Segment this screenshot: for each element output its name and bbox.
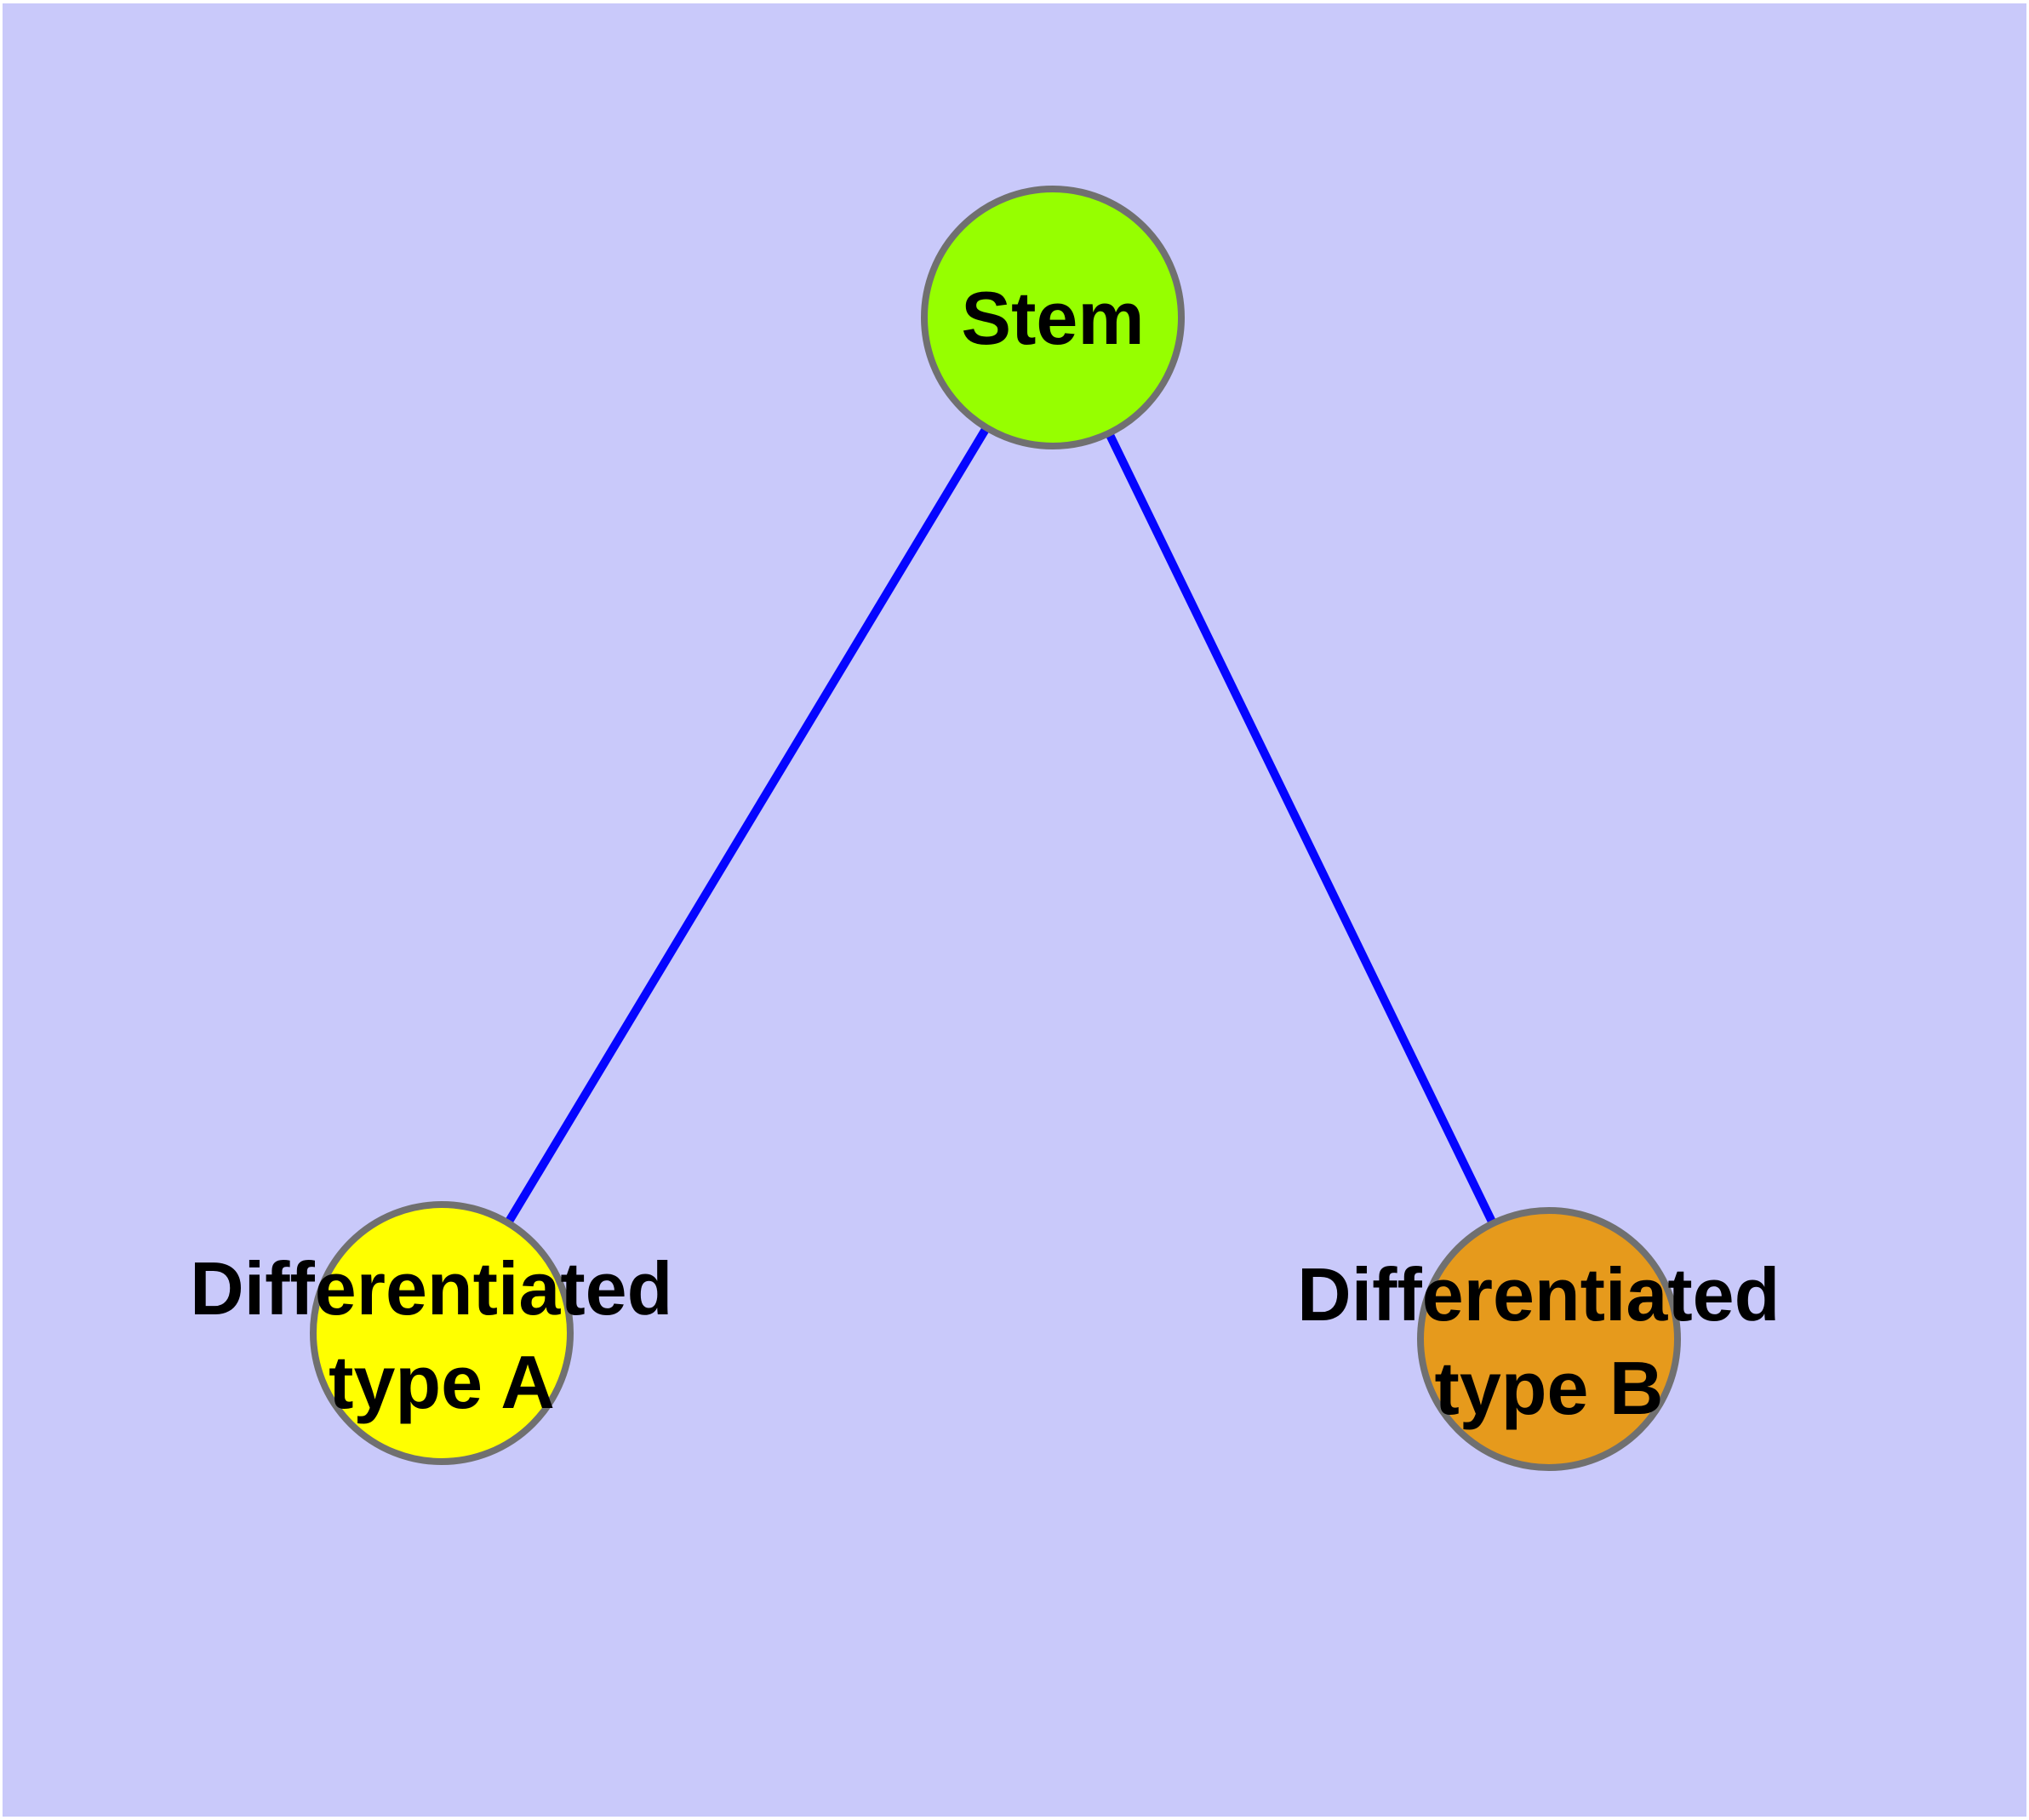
node-differentiated-type-b-label: Differentiated type B [1297,1252,1801,1430]
node-differentiated-type-b-label-line1: Differentiated [1297,1252,1780,1336]
node-differentiated-type-a-label-line1: Differentiated [190,1246,672,1331]
node-differentiated-type-b-circle [1417,1207,1681,1471]
node-differentiated-type-b: Differentiated type B [1297,1207,1801,1471]
node-stem-label: Stem [961,276,1144,360]
node-differentiated-type-b-label-line2: type B [1435,1346,1664,1430]
edge-group [437,315,1553,1342]
edge-stem-to-type-a [437,315,1057,1336]
node-differentiated-type-a-label: Differentiated type A [190,1246,694,1424]
node-differentiated-type-a-circle [310,1201,574,1465]
node-stem-circle [921,186,1185,449]
edge-stem-to-type-b [1049,315,1553,1342]
node-stem: Stem [921,186,1185,449]
node-differentiated-type-a-label-line2: type A [329,1340,555,1424]
node-differentiated-type-a: Differentiated type A [190,1201,694,1465]
